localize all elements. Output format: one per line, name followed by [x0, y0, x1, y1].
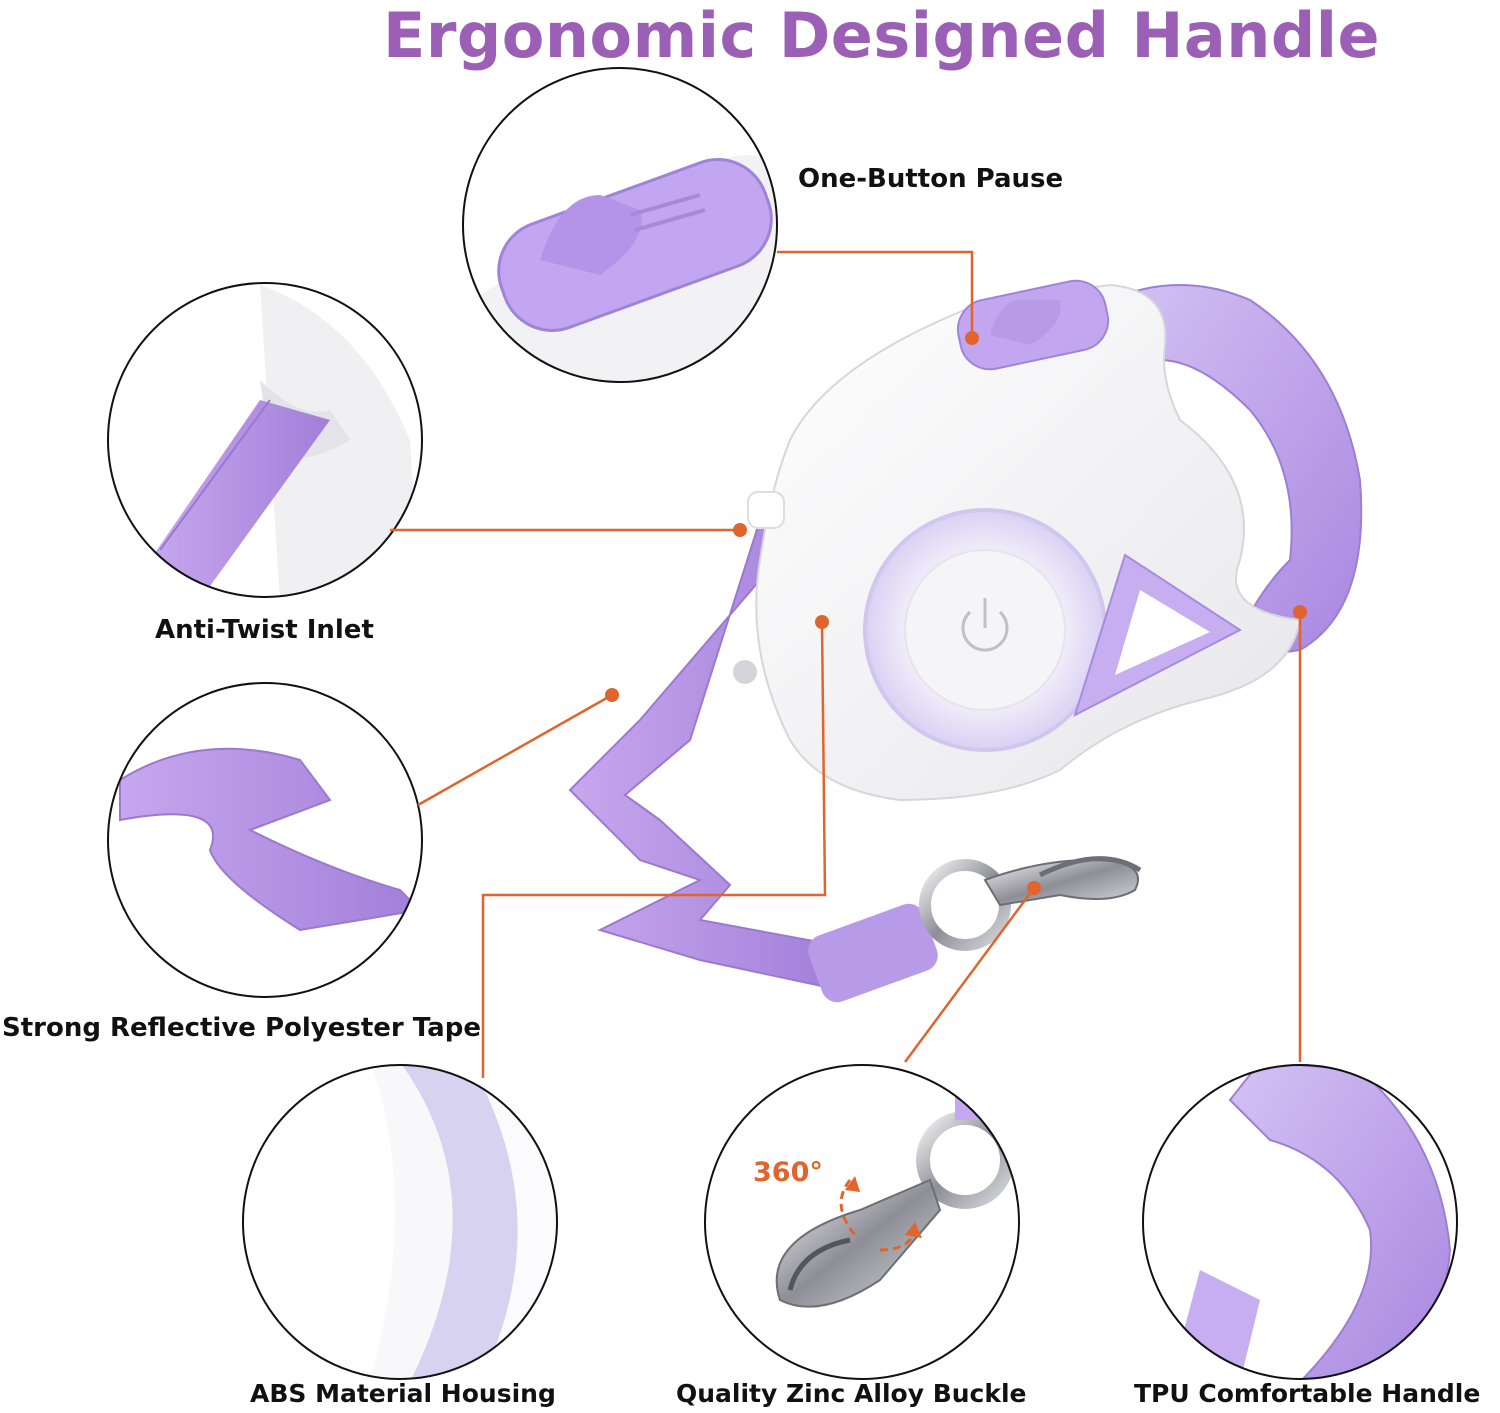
label-abs-housing: ABS Material Housing: [250, 1379, 556, 1408]
detail-circle-buckle: [704, 1064, 1020, 1380]
rotation-label: 360°: [753, 1157, 823, 1188]
hotspot-buckle: [1027, 881, 1041, 895]
page-title: Ergonomic Designed Handle: [383, 0, 1381, 72]
hotspot-markers: [605, 331, 1307, 895]
tape-inlet: [747, 491, 785, 529]
detail-circle-handle: [1142, 1064, 1458, 1380]
leader-buckle: [903, 887, 1036, 1063]
label-polyester-tape: Strong Reflective Polyester Tape: [2, 1013, 481, 1043]
tape-stopper: [808, 903, 938, 1003]
leash-main: [568, 275, 1363, 1003]
hotspot-tape: [605, 688, 619, 702]
leash-clip: [919, 856, 1142, 951]
label-one-button-pause: One-Button Pause: [798, 164, 1064, 194]
hotspot-inlet: [733, 523, 747, 537]
handle-grip: [1108, 284, 1363, 662]
label-anti-twist-inlet: Anti-Twist Inlet: [155, 615, 374, 645]
pause-button[interactable]: [952, 275, 1113, 375]
hotspot-handle: [1293, 605, 1307, 619]
hotspot-pause: [965, 331, 979, 345]
detail-circle-pause: [462, 67, 778, 383]
leader-tape: [417, 693, 613, 807]
leader-housing: [481, 621, 827, 1078]
power-icon[interactable]: [961, 598, 1009, 652]
label-tpu-handle: TPU Comfortable Handle: [1134, 1379, 1481, 1408]
leader-pause: [777, 250, 974, 338]
hotspot-housing: [815, 615, 829, 629]
rotate-arrow-icon: [839, 1176, 922, 1252]
leader-lines: [390, 250, 1302, 1078]
label-zinc-buckle: Quality Zinc Alloy Buckle: [676, 1379, 1027, 1408]
detail-circle-tape: [107, 682, 423, 998]
detail-circle-inlet: [107, 282, 423, 598]
detail-circle-housing: [242, 1064, 558, 1380]
